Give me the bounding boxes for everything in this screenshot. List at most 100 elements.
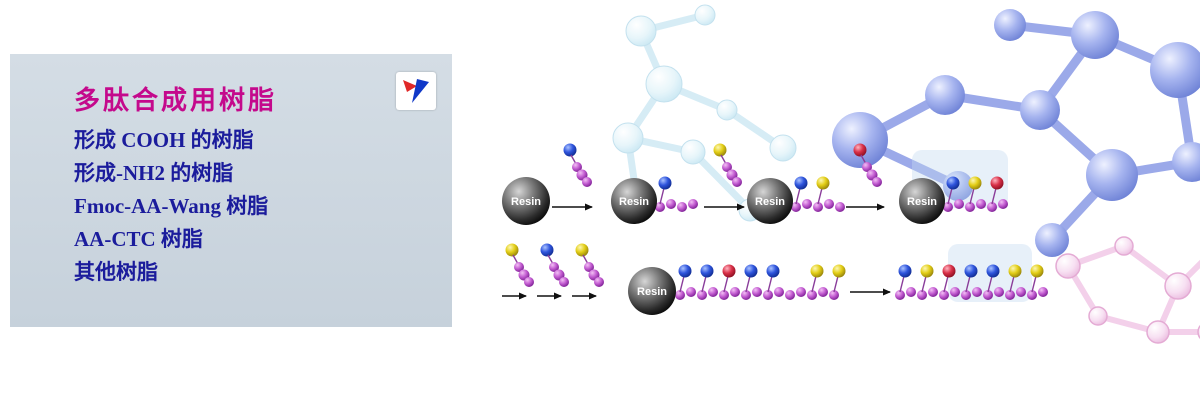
pendant-stick: [921, 275, 927, 293]
chain-bead: [722, 162, 732, 172]
chain-bead: [752, 287, 762, 297]
peptide-chain-resin5: [675, 264, 846, 300]
chain-bead: [584, 262, 594, 272]
blue-ball: [964, 264, 978, 278]
chain-bead: [549, 262, 559, 272]
chain-bead: [802, 199, 812, 209]
chain-bead: [862, 162, 872, 172]
brand-logo-icon: [403, 79, 429, 103]
pendant-stick: [659, 187, 665, 205]
pendant-stick: [723, 275, 729, 293]
red-ball: [942, 264, 956, 278]
chain-bead: [524, 277, 534, 287]
pendant-stick: [969, 187, 975, 205]
chain-bead: [895, 290, 905, 300]
resin-sphere-2: [611, 178, 657, 224]
resin-label: Resin: [907, 196, 937, 208]
chain-bead: [559, 277, 569, 287]
peptide-chain-resin3: [791, 176, 845, 212]
peptide-chain-product: [895, 264, 1048, 300]
blue-ball: [700, 264, 714, 278]
menu-item-aa-ctc-resin[interactable]: AA-CTC 树脂: [74, 227, 203, 251]
chain-bead: [774, 287, 784, 297]
menu-item-cooh-resin[interactable]: 形成 COOH 的树脂: [74, 128, 254, 152]
menu-item-other-resin[interactable]: 其他树脂: [74, 260, 158, 284]
chain-bead: [807, 290, 817, 300]
chain-bead: [824, 199, 834, 209]
pendant-stick: [1009, 275, 1015, 293]
blue-ball: [540, 243, 554, 257]
chain-bead: [686, 287, 696, 297]
chain-bead: [972, 287, 982, 297]
chain-bead: [763, 290, 773, 300]
pendant-stick: [991, 187, 997, 205]
resin-spheres: Resin Resin Resin Resin Resin: [502, 177, 945, 315]
chain-bead: [813, 202, 823, 212]
menu-item-nh2-resin[interactable]: 形成-NH2 的树脂: [74, 161, 234, 185]
pendant-stick: [1031, 275, 1037, 293]
pendant-stick: [943, 275, 949, 293]
resin-label: Resin: [619, 196, 649, 208]
reaction-arrows: [502, 203, 891, 300]
resin-sphere-4: [899, 178, 945, 224]
chain-bead: [791, 202, 801, 212]
pendant-stick: [767, 275, 773, 293]
chain-bead: [1005, 290, 1015, 300]
chain-bead: [950, 287, 960, 297]
resin-sphere-3: [747, 178, 793, 224]
blue-ball: [744, 264, 758, 278]
resin-sphere-5: [628, 267, 676, 315]
red-ball: [853, 143, 867, 157]
panel-title: 多肽合成用树脂: [74, 85, 278, 115]
resin-sphere-1: [502, 177, 550, 225]
chain-bead: [655, 202, 665, 212]
chain-bead: [943, 202, 953, 212]
background-molecule-pink: [1055, 236, 1200, 344]
chain-bead: [582, 177, 592, 187]
pendant-stick: [947, 187, 953, 205]
blue-ball: [658, 176, 672, 190]
brand-logo: [396, 72, 436, 110]
pendant-stick: [679, 275, 685, 293]
chain-bead: [572, 162, 582, 172]
menu-item-fmoc-aa-wang-resin[interactable]: Fmoc-AA-Wang 树脂: [74, 194, 269, 218]
chain-bead: [954, 199, 964, 209]
yellow-ball: [816, 176, 830, 190]
background-molecule-blue: [832, 9, 1200, 257]
chain-bead: [708, 287, 718, 297]
yellow-ball: [1030, 264, 1044, 278]
chain-bead: [594, 277, 604, 287]
chain-bead: [928, 287, 938, 297]
chain-bead: [688, 199, 698, 209]
menu-panel: 多肽合成用树脂 形成 COOH 的树脂 形成-NH2 的树脂 Fmoc-AA-W…: [10, 54, 452, 327]
chain-bead: [675, 290, 685, 300]
amino-acid-units: [505, 143, 882, 287]
yellow-ball: [832, 264, 846, 278]
chain-bead: [796, 287, 806, 297]
blue-ball: [563, 143, 577, 157]
chain-bead: [818, 287, 828, 297]
yellow-ball: [575, 243, 589, 257]
chain-bead: [719, 290, 729, 300]
yellow-ball: [810, 264, 824, 278]
chain-bead: [872, 177, 882, 187]
resin-label: Resin: [511, 196, 541, 208]
resin-menu: 形成 COOH 的树脂 形成-NH2 的树脂 Fmoc-AA-Wang 树脂 A…: [74, 124, 268, 289]
yellow-ball: [505, 243, 519, 257]
chain-bead: [697, 290, 707, 300]
chain-bead: [829, 290, 839, 300]
red-ball: [990, 176, 1004, 190]
pendant-stick: [833, 275, 839, 293]
chain-bead: [514, 262, 524, 272]
pendant-stick: [965, 275, 971, 293]
red-ball: [722, 264, 736, 278]
yellow-ball: [920, 264, 934, 278]
chain-bead: [1038, 287, 1048, 297]
yellow-ball: [713, 143, 727, 157]
chain-bead: [994, 287, 1004, 297]
peptide-chain-resin2: [655, 176, 698, 212]
chain-bead: [906, 287, 916, 297]
logo-red-shape: [403, 80, 417, 92]
